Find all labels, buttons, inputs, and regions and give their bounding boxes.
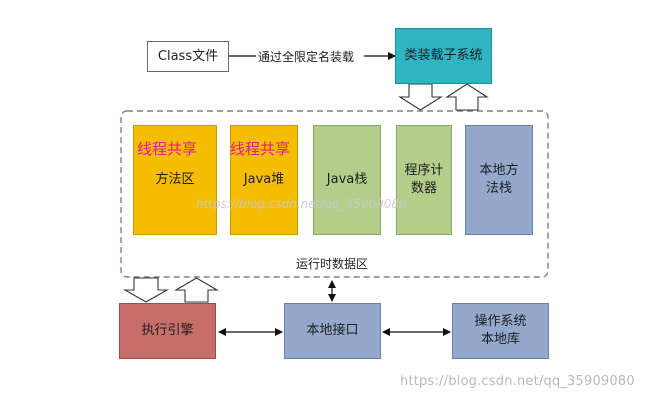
- native-interface-text: 本地接口: [306, 323, 359, 339]
- class-loader-text: 类装载子系统: [404, 48, 483, 64]
- java-stack-box: Java栈: [313, 125, 381, 235]
- method-area-box: [133, 125, 217, 235]
- native-interface-box: 本地接口: [284, 303, 381, 359]
- class-loader-box: 类装载子系统: [395, 28, 492, 84]
- java-heap-text: Java堆: [243, 172, 285, 188]
- os-native-lib-box: 操作系统本地库: [452, 303, 549, 359]
- java-stack-text: Java栈: [326, 172, 368, 188]
- execution-engine-box: 执行引擎: [119, 303, 216, 359]
- native-method-stack-box: 本地方法栈: [465, 125, 533, 235]
- engine-down-hollow-arrow: [122, 277, 170, 303]
- pc-register-text: 程序计数器: [404, 163, 444, 196]
- loader-down-hollow-arrow: [398, 83, 443, 111]
- footer-watermark: https://blog.csdn.net/qq_35909080: [400, 374, 635, 389]
- loader-up-hollow-arrow: [445, 83, 489, 111]
- native-method-stack-text: 本地方法栈: [479, 163, 519, 196]
- class-file-box: Class文件: [147, 41, 229, 72]
- shared-label-2: 线程共享: [230, 140, 291, 158]
- center-watermark: https://blog.csdn.net/qq_35909080: [196, 197, 407, 211]
- execution-engine-text: 执行引擎: [141, 323, 194, 339]
- shared-label-1: 线程共享: [137, 140, 198, 158]
- java-heap-box: [230, 125, 298, 235]
- runtime-area-border: [120, 110, 549, 278]
- class-file-text: Class文件: [157, 48, 219, 64]
- method-area-text: 方法区: [155, 172, 195, 188]
- os-native-lib-text: 操作系统本地库: [474, 314, 527, 347]
- runtime-area-label: 运行时数据区: [296, 257, 369, 271]
- pc-register-box: 程序计数器: [396, 125, 452, 235]
- load-path-label: 通过全限定名装载: [258, 50, 355, 64]
- engine-up-hollow-arrow: [173, 277, 220, 303]
